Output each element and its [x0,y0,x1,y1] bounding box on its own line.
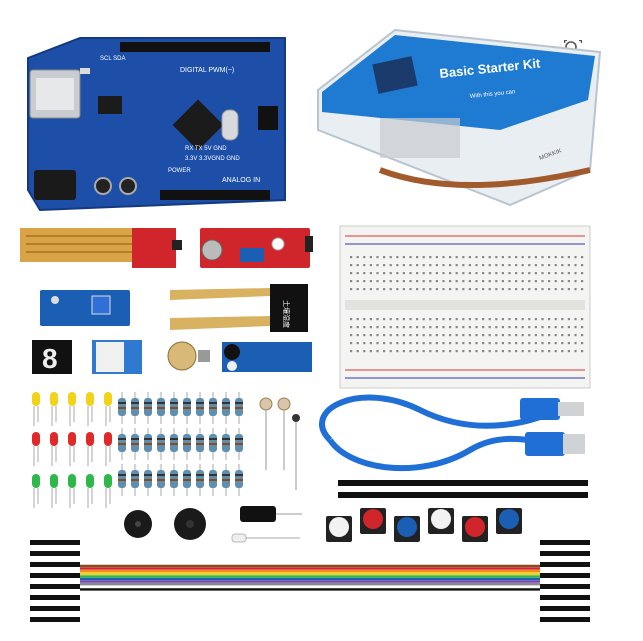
box-subtitle: With this you can [470,89,516,100]
capacitor [231,506,302,543]
board-pins-mid-label: RX TX 5V GND [185,146,227,152]
ir-receiver-module [222,342,312,372]
potentiometer-module [40,290,130,326]
svg-text:8: 8 [42,343,58,374]
jumper-wires [30,540,590,622]
photoresistors [259,397,300,490]
arduino-board: DIGITAL PWM(~) ANALOG IN POWER SCL SDA R… [27,37,286,212]
resistor-group [118,392,243,496]
usb-cable [319,394,585,472]
water-level-sensor [20,228,182,268]
dht11-sensor [92,340,142,374]
sound-sensor-module [200,228,313,268]
board-power-label: POWER [168,168,191,174]
soil-moisture-sensor: 土壤湿度 [170,284,308,332]
board-digital-label: DIGITAL PWM(~) [180,67,234,74]
pin-headers [338,480,588,498]
buzzers [124,508,206,540]
board-pins-top-label: SCL SDA [100,56,125,62]
led-group [32,392,112,508]
seven-segment-display: 8 [32,340,72,374]
storage-box: Basic Starter Kit With this you can MOKK… [317,28,602,207]
board-pins-bot-label: 3.3V 3.3VGND GND [185,156,240,162]
soil-module-label: 土壤湿度 [282,300,291,328]
board-analog-label: ANALOG IN [222,177,260,184]
breadboard [339,225,591,389]
rotary-potentiometer [167,341,210,371]
push-buttons [326,508,522,542]
